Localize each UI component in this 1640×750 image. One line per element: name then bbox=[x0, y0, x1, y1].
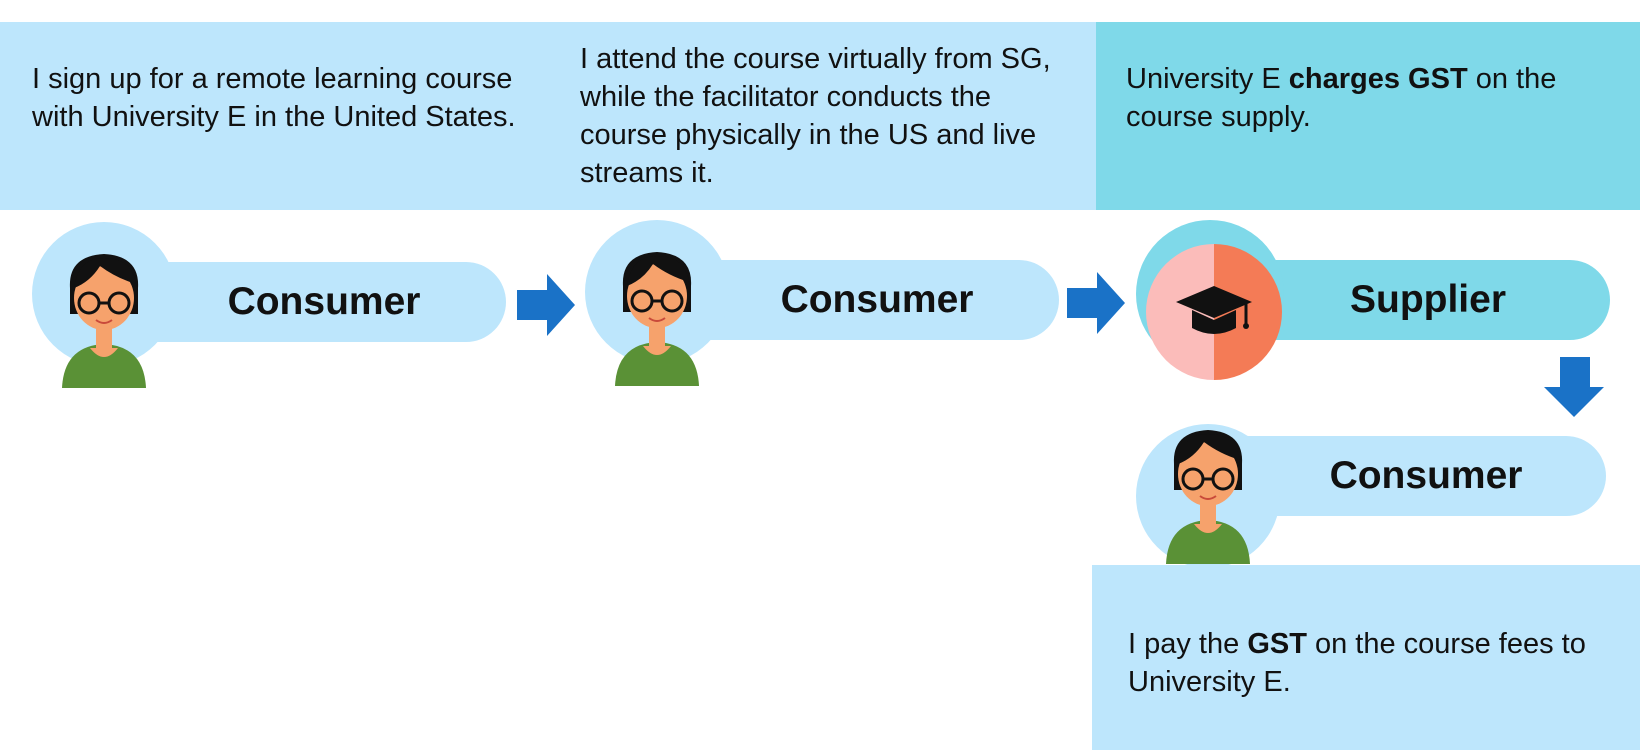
step-2-text: I attend the course virtually from SG, w… bbox=[580, 43, 1051, 189]
supplier-actor: Supplier bbox=[1136, 220, 1610, 385]
supplier-label: Supplier bbox=[1349, 278, 1507, 321]
step-4-description: I pay the GST on the course fees to Univ… bbox=[1092, 565, 1640, 750]
person-icon bbox=[62, 254, 146, 388]
step-4-text-bold: GST bbox=[1247, 628, 1307, 660]
step-1-description: I sign up for a remote learning course w… bbox=[0, 22, 548, 210]
step-4-text-pre: I pay the bbox=[1128, 628, 1248, 660]
step-4-text-post: on the course fees to University E. bbox=[1128, 628, 1586, 698]
arrow-down-icon bbox=[1544, 357, 1604, 417]
person-icon bbox=[1166, 430, 1250, 564]
step-3-text-post: on the course supply. bbox=[1126, 63, 1557, 133]
consumer-label: Consumer bbox=[780, 278, 974, 321]
consumer-actor-2: Consumer bbox=[585, 220, 1059, 386]
graduation-cap-icon bbox=[1146, 244, 1282, 380]
step-3-description: University E charges GST on the course s… bbox=[1096, 22, 1640, 210]
step-2-description: I attend the course virtually from SG, w… bbox=[548, 22, 1096, 210]
step-3-text-bold: charges GST bbox=[1288, 63, 1468, 95]
person-icon bbox=[615, 252, 699, 386]
consumer-label: Consumer bbox=[1329, 454, 1523, 497]
step-3-text-pre: University E bbox=[1126, 63, 1289, 95]
consumer-actor-1: Consumer bbox=[32, 222, 506, 388]
consumer-label: Consumer bbox=[227, 280, 421, 323]
arrow-right-icon bbox=[517, 274, 575, 336]
arrow-right-icon bbox=[1067, 272, 1125, 334]
consumer-actor-3: Consumer bbox=[1136, 424, 1610, 589]
step-1-text: I sign up for a remote learning course w… bbox=[32, 63, 516, 133]
